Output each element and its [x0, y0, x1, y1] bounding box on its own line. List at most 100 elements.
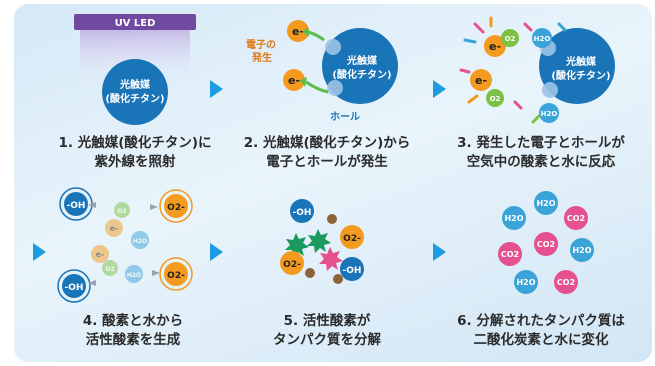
hydroxyl-label: -OH [343, 266, 362, 276]
step-arrow-1-2 [210, 80, 223, 98]
protein-particle [327, 214, 337, 224]
oxygen-molecule [501, 29, 519, 47]
step-5-caption-line1: 5. 活性酸素が [283, 313, 371, 329]
electron-arrow-head [302, 27, 309, 37]
step-2-caption-line1: 2. 光触媒(酸化チタン)から [243, 135, 411, 151]
electron-bubble [287, 20, 309, 42]
step-3-caption-line1: 3. 発生した電子とホールが [457, 135, 625, 151]
catalyst-sphere [102, 59, 168, 125]
catalyst-label-line2: (酸化チタン) [551, 69, 610, 82]
co2-molecule [498, 242, 522, 266]
water-label: H2O [534, 35, 551, 43]
step-6-illustration: H2O H2O CO2 CO2 CO2 H2O H2O CO2 [498, 191, 594, 294]
water-label: H2O [572, 246, 591, 255]
water-label: H2O [536, 199, 555, 208]
hole-spot [325, 39, 341, 55]
step-arrow-2-3 [433, 80, 446, 98]
step-2-caption: 2. 光触媒(酸化チタン)から 電子とホールが発生 [222, 134, 432, 172]
electron-label: e- [475, 74, 487, 87]
decomposition-burst [307, 229, 331, 253]
hole-label: ホール [330, 111, 360, 123]
water-molecule [539, 103, 559, 123]
superoxide-radical [164, 194, 188, 218]
electron-label: e- [288, 74, 300, 87]
catalyst-label-line1: 光触媒 [119, 78, 151, 91]
step-5-illustration: -OH O2- O2- -OH [280, 199, 364, 284]
electron-label: e- [489, 40, 501, 53]
step-1-caption-line2: 紫外線を照射 [94, 154, 176, 170]
electron-bubble [283, 69, 305, 91]
protein-particle [333, 274, 343, 284]
step-4-illustration: -OH O2- -OH O2- O2 e- H2O e- O2 H2O [57, 187, 193, 303]
hydroxyl-label: -OH [67, 201, 86, 211]
svg-text:e-: e- [96, 250, 105, 259]
water-molecule [514, 270, 538, 294]
step-5-caption-line2: タンパク質を分解 [273, 332, 381, 348]
hole-spot [542, 82, 558, 98]
electron-bubble [484, 35, 506, 57]
faded-reactants: O2 e- H2O e- O2 H2O [91, 202, 149, 283]
reaction-sparks [459, 16, 567, 124]
superoxide-radical [164, 262, 188, 286]
co2-molecule [564, 206, 588, 230]
catalyst-label-line1: 光触媒 [565, 55, 597, 68]
step-arrow-4-5 [210, 243, 223, 261]
step-2-illustration: 光触媒 (酸化チタン) e- e- 電子の 発生 ホール [246, 20, 398, 123]
catalyst-label-line2: (酸化チタン) [332, 68, 391, 81]
hydroxyl-label: -OH [293, 208, 312, 218]
reaction-arrow [152, 270, 160, 276]
electron-bubble [470, 69, 492, 91]
hydroxyl-radical [340, 257, 364, 281]
svg-text:O2: O2 [117, 208, 126, 215]
co2-label: CO2 [567, 214, 585, 223]
hydroxyl-radical [290, 199, 314, 223]
hydroxyl-radical [64, 192, 88, 216]
hydroxyl-radical [62, 274, 86, 298]
step-5-caption: 5. 活性酸素が タンパク質を分解 [222, 312, 432, 350]
electron-arrow [307, 30, 325, 42]
co2-molecule [534, 232, 558, 256]
step-4-caption: 4. 酸素と水から 活性酸素を生成 [28, 312, 238, 350]
water-label: H2O [541, 110, 558, 118]
uv-led-label: UV LED [115, 18, 156, 29]
decomposition-burst [319, 247, 343, 271]
water-molecule [532, 28, 552, 48]
water-molecule [534, 191, 558, 215]
electron-origin-label-line2: 発生 [251, 51, 272, 64]
water-label: H2O [504, 214, 523, 223]
radical-ring [159, 257, 193, 291]
co2-label: CO2 [557, 278, 575, 287]
co2-label: CO2 [501, 250, 519, 259]
reaction-arrow [88, 280, 96, 286]
reaction-arrow [88, 202, 96, 208]
superoxide-radical [340, 225, 364, 249]
protein-particle [305, 268, 315, 278]
electron-origin-label-line1: 電子の [246, 39, 276, 51]
water-molecule [570, 238, 594, 262]
superoxide-label: O2- [167, 203, 185, 213]
superoxide-label: O2- [167, 271, 185, 281]
co2-molecule [554, 270, 578, 294]
reaction-arrow [150, 204, 158, 210]
step-4-caption-line1: 4. 酸素と水から [82, 313, 184, 329]
decomposition-burst [285, 233, 309, 257]
electron-arrow [305, 80, 329, 94]
catalyst-label-line1: 光触媒 [346, 54, 378, 67]
uv-led-bar [74, 14, 196, 30]
step-1-caption-line1: 1. 光触媒(酸化チタン)に [58, 135, 212, 151]
step-3-caption-line2: 空気中の酸素と水に反応 [466, 154, 616, 170]
radical-ring [57, 269, 91, 303]
co2-label: CO2 [537, 240, 555, 249]
catalyst-sphere [539, 28, 615, 104]
hydroxyl-label: -OH [65, 283, 84, 293]
svg-text:H2O: H2O [133, 238, 147, 245]
step-6-caption: 6. 分解されたタンパク質は 二酸化炭素と水に変化 [436, 312, 646, 350]
superoxide-label: O2- [283, 260, 301, 270]
water-label: H2O [516, 278, 535, 287]
superoxide-label: O2- [343, 234, 361, 244]
hole-spot [327, 80, 343, 96]
oxygen-label: O2 [505, 35, 516, 43]
electron-label: e- [292, 25, 304, 38]
catalyst-label-line2: (酸化チタン) [105, 92, 164, 105]
